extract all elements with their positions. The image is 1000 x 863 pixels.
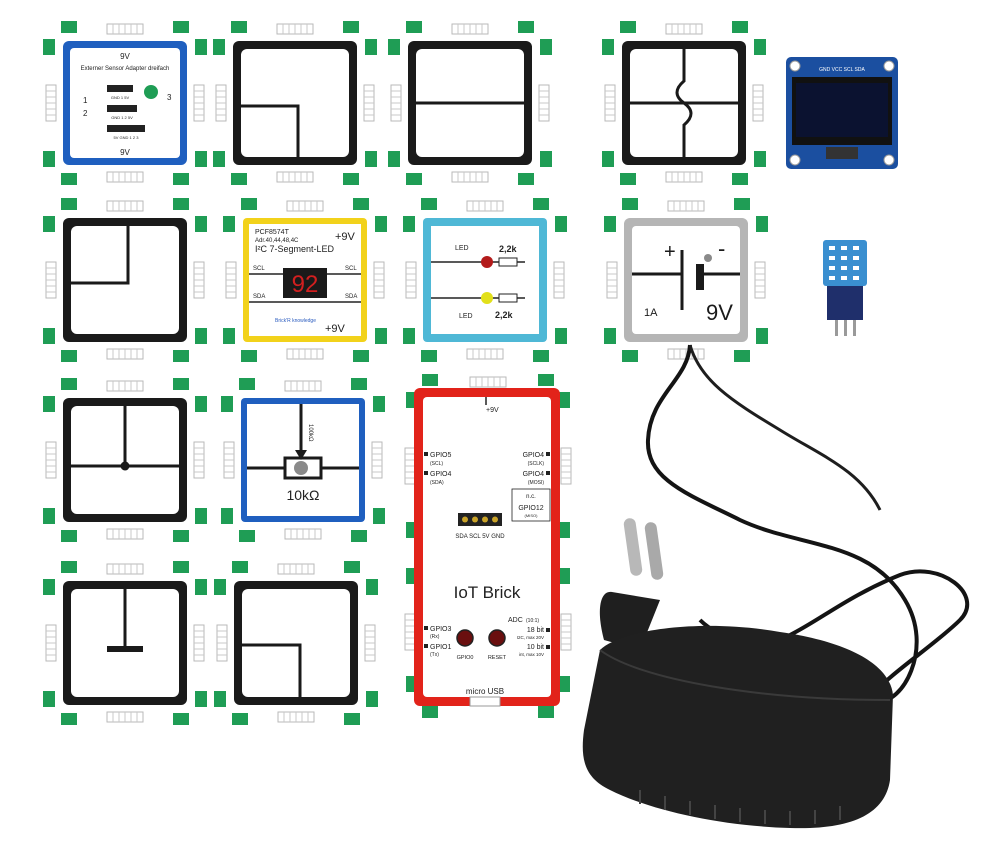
iot-brick: +9V GPIO5 (SCL) GPIO4 (SDA) GPIO4 (SCLK)… bbox=[404, 374, 572, 718]
corner-wire-brick-3 bbox=[214, 561, 378, 725]
sensor-pins-a: GND 1 5V bbox=[111, 95, 130, 100]
seg-top-voltage: +9V bbox=[335, 231, 356, 243]
iot-adc-10: 10 bit bbox=[527, 644, 544, 651]
iot-header bbox=[458, 513, 502, 526]
iot-reset-button bbox=[488, 629, 506, 647]
sensor-pins-b: GND 1 2 5V bbox=[111, 115, 133, 120]
iot-adc: ADC bbox=[508, 617, 523, 624]
seg-scl-left: SCL bbox=[253, 266, 265, 272]
pot-tap: 100kΩ bbox=[307, 424, 313, 442]
sensor-pins-c: 5V GND 1 2 3 bbox=[114, 135, 140, 140]
iot-btn-gpio0: GPIO0 bbox=[457, 655, 474, 661]
sensor-adapter-brick: 9V Externer Sensor Adapter dreifach GND … bbox=[43, 21, 207, 185]
iot-gpio1: GPIO1 bbox=[430, 644, 452, 651]
straight-wire-brick bbox=[388, 21, 552, 185]
sensor-green-led bbox=[144, 85, 158, 99]
pot-value: 10kΩ bbox=[286, 487, 319, 503]
iot-gpio3: GPIO3 bbox=[430, 626, 452, 633]
battery-current: 1A bbox=[644, 307, 658, 319]
corner-wire-brick-2 bbox=[43, 198, 207, 362]
seg-sda-left: SDA bbox=[253, 294, 265, 300]
seg-bottom-voltage: +9V bbox=[325, 323, 346, 335]
dht-sensor-module bbox=[823, 240, 867, 336]
iot-gpio4-r2: GPIO4 bbox=[523, 471, 545, 478]
iot-usb: micro USB bbox=[466, 687, 504, 696]
sensor-header-a bbox=[107, 85, 133, 92]
pot-knob bbox=[294, 461, 308, 475]
iot-header-pins: SDA SCL 5V GND bbox=[455, 534, 505, 540]
led-brick: LED 2,2k LED 2,2k bbox=[403, 198, 567, 362]
iot-adc-10-sub: int, max 10V bbox=[519, 652, 544, 657]
battery-minus: - bbox=[718, 236, 725, 261]
battery-voltage: 9V bbox=[706, 300, 733, 325]
iot-btn-reset: RESET bbox=[488, 655, 507, 661]
iot-adc-18: 18 bit bbox=[527, 627, 544, 634]
sensor-port-3: 3 bbox=[167, 93, 172, 102]
junction-wire-brick bbox=[43, 378, 207, 542]
sensor-header-b bbox=[107, 105, 137, 112]
oled-pins: GND VCC SCL SDA bbox=[819, 67, 865, 73]
iot-gpio3-sub: (Rx) bbox=[430, 634, 440, 640]
iot-gpio4-r1-sub: (SCLK) bbox=[528, 461, 545, 467]
potentiometer-brick: 100kΩ 10kΩ bbox=[221, 378, 385, 542]
sensor-port-1: 1 bbox=[83, 96, 88, 105]
crossing-wire-brick bbox=[602, 21, 766, 185]
iot-title: IoT Brick bbox=[454, 583, 521, 602]
led-bottom-resistor: 2,2k bbox=[495, 310, 514, 320]
seg-scl-right: SCL bbox=[345, 266, 357, 272]
t-end-wire-brick bbox=[43, 561, 207, 725]
plug-prong-1 bbox=[623, 518, 643, 576]
sensor-port-2: 2 bbox=[83, 109, 88, 118]
iot-adc-sub: (10:1) bbox=[526, 618, 539, 624]
iot-voltage: +9V bbox=[486, 407, 499, 414]
seg-display-digits: 92 bbox=[292, 271, 319, 298]
iot-adc-18-sub: I2C, max 20V bbox=[517, 635, 544, 640]
iot-gpio5-sub: (SCL) bbox=[430, 461, 443, 467]
led-top-label: LED bbox=[455, 245, 469, 252]
sensor-header-c bbox=[107, 125, 145, 132]
iot-gpio12-sub: (MISO) bbox=[525, 513, 539, 518]
seg-sda-right: SDA bbox=[345, 294, 357, 300]
led-bottom-label: LED bbox=[459, 313, 473, 320]
iot-gpio4-r1: GPIO4 bbox=[523, 452, 545, 459]
iot-gpio4-left: GPIO4 bbox=[430, 471, 452, 478]
battery-plus: + bbox=[664, 241, 676, 263]
seg-brand: Brick'R knowledge bbox=[275, 318, 316, 324]
seg-title: I²C 7-Segment-LED bbox=[255, 244, 335, 254]
corner-wire-brick bbox=[213, 21, 377, 185]
iot-usb-port bbox=[469, 696, 501, 707]
sensor-bottom-voltage: 9V bbox=[120, 148, 130, 157]
seg-address: Adr.40,44,48,4C bbox=[255, 238, 299, 244]
sensor-title: Externer Sensor Adapter dreifach bbox=[81, 66, 170, 72]
power-adapter bbox=[582, 344, 970, 829]
led-top-resistor: 2,2k bbox=[499, 244, 518, 254]
battery-dot bbox=[704, 254, 712, 262]
led-red bbox=[481, 256, 493, 268]
adapter-body bbox=[582, 625, 893, 829]
power-cable bbox=[645, 344, 970, 703]
iot-gpio5: GPIO5 bbox=[430, 452, 452, 459]
iot-gpio12: GPIO12 bbox=[518, 505, 543, 512]
seg-display bbox=[283, 268, 327, 298]
battery-brick: + - 1A 9V bbox=[604, 198, 768, 362]
iot-gpio1-sub: (Tx) bbox=[430, 652, 439, 658]
led-yellow bbox=[481, 292, 493, 304]
plug-prong-2 bbox=[644, 522, 664, 580]
iot-nc: n.c. bbox=[526, 494, 536, 500]
seg-chip: PCF8574T bbox=[255, 229, 290, 236]
oled-display-module: GND VCC SCL SDA bbox=[786, 57, 898, 169]
iot-gpio0-button bbox=[456, 629, 474, 647]
sensor-top-voltage: 9V bbox=[120, 52, 130, 61]
iot-gpio4-r2-sub: (MOSI) bbox=[528, 480, 544, 486]
seven-segment-brick: PCF8574T Adr.40,44,48,4C I²C 7-Segment-L… bbox=[223, 198, 387, 362]
iot-gpio4-left-sub: (SDA) bbox=[430, 480, 444, 486]
